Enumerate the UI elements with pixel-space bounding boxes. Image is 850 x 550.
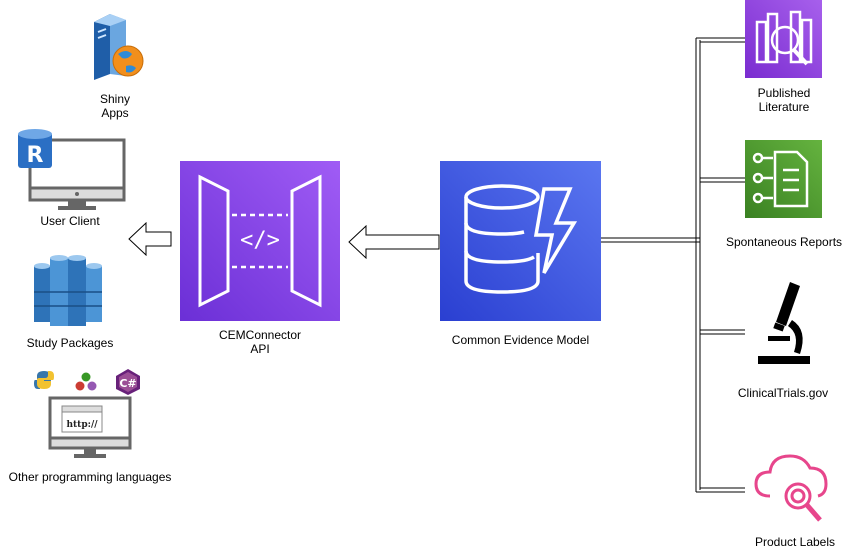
literature-search-icon (745, 0, 822, 78)
csharp-badge: C# (119, 377, 136, 390)
study-packages-database-icon (30, 252, 106, 328)
study-packages-label: Study Packages (26, 336, 114, 350)
literature-label: Published Literature (757, 86, 811, 114)
user-client-monitor-icon: R (18, 126, 128, 212)
api-code-glyph: </> (240, 228, 280, 253)
user-client-label: User Client (40, 214, 100, 228)
csharp-icon: C# (114, 368, 142, 396)
clinical-trials-label: ClinicalTrials.gov (737, 386, 829, 400)
browser-text: http:// (66, 420, 98, 430)
api-label: CEMConnector API (218, 328, 302, 356)
cloud-search-icon (752, 448, 840, 528)
cem-label: Common Evidence Model (451, 333, 590, 347)
browser-monitor-icon: http:// (48, 396, 132, 464)
spontaneous-reports-icon (745, 140, 822, 218)
arrow-api-to-clients (128, 222, 172, 256)
other-languages-label: Other programming languages (8, 470, 172, 484)
python-icon (34, 370, 54, 390)
microscope-icon (752, 280, 816, 370)
shiny-apps-label: Shiny Apps (99, 92, 131, 120)
api-gateway-icon: </> (180, 161, 340, 321)
spontaneous-label: Spontaneous Reports (725, 235, 843, 249)
product-labels-label: Product Labels (754, 535, 836, 549)
julia-dots-icon (74, 372, 98, 392)
shiny-server-icon (90, 12, 146, 80)
r-badge: R (27, 143, 44, 168)
arrow-cem-to-api (348, 225, 440, 259)
cem-database-icon (440, 161, 601, 321)
